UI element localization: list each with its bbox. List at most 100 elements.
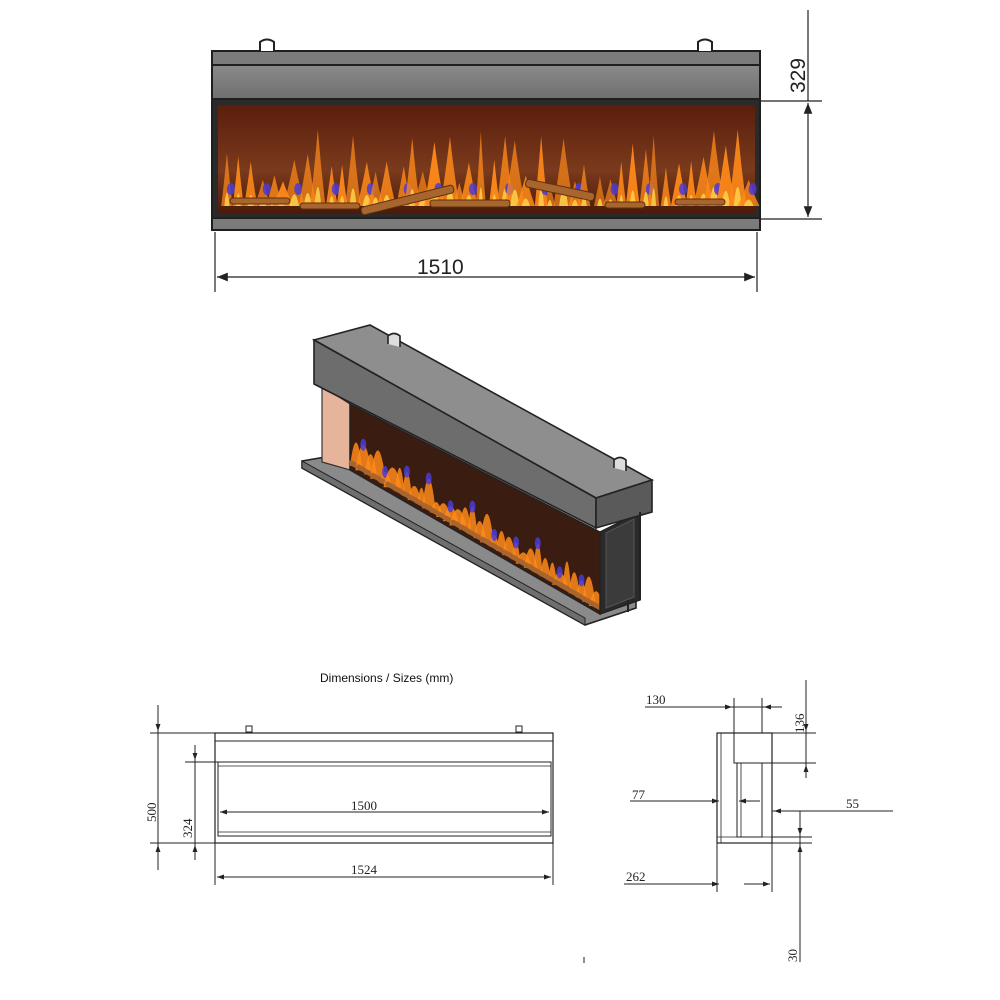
flame-shape xyxy=(593,176,606,206)
flame-shape xyxy=(670,163,688,206)
dim-130-label: 130 xyxy=(646,692,666,707)
front-drawing-bracket-left xyxy=(245,725,253,733)
flame-core xyxy=(314,186,322,206)
perspective-bracket-left xyxy=(387,332,401,347)
flame-shape xyxy=(422,478,436,509)
perspective-view xyxy=(301,324,655,626)
blue-flame xyxy=(360,438,367,451)
flame-shape xyxy=(325,165,338,206)
blue-flame xyxy=(447,500,454,513)
dim-1500-label: 1500 xyxy=(351,798,377,813)
flame-shape xyxy=(504,140,526,206)
blue-flame xyxy=(679,183,687,195)
dim-262-label: 262 xyxy=(626,869,646,884)
flame-shape xyxy=(625,143,640,206)
side-drawing-outline xyxy=(716,732,773,844)
flame-shape xyxy=(496,530,507,551)
flame-core xyxy=(743,199,754,206)
flame-shape xyxy=(459,162,479,206)
flame-core xyxy=(597,198,603,206)
flame-shape xyxy=(244,161,258,206)
flame-shape xyxy=(475,131,486,206)
front-base-strip xyxy=(211,217,761,231)
dim-55-label: 55 xyxy=(846,796,859,811)
blue-flame xyxy=(331,183,340,195)
log xyxy=(360,184,455,216)
flame-shape xyxy=(533,543,543,573)
blue-flame xyxy=(491,528,498,541)
dim-500-label: 500 xyxy=(144,803,159,823)
log xyxy=(674,198,726,206)
front-elevation: 329 1510 xyxy=(211,10,822,292)
blue-flame xyxy=(382,466,389,478)
flame-shape xyxy=(488,159,500,206)
perspective-hood-side xyxy=(595,478,653,530)
perspective-bracket-right xyxy=(613,456,627,471)
flame-core xyxy=(571,199,578,206)
front-technical-drawing xyxy=(150,705,554,885)
flame-shape xyxy=(603,179,618,206)
flame-core xyxy=(521,198,530,206)
flame-shape xyxy=(336,164,348,206)
dim-1524-label: 1524 xyxy=(351,862,378,877)
front-drawing-outline xyxy=(214,732,554,844)
flame-core xyxy=(733,186,742,206)
flame-shape xyxy=(345,135,361,206)
front-header-panel xyxy=(211,64,761,100)
flame-shape xyxy=(367,171,384,206)
blue-flame xyxy=(748,183,757,195)
dim-1510-label: 1510 xyxy=(417,256,464,279)
flame-shape xyxy=(467,506,478,534)
dimensions-caption: Dimensions / Sizes (mm) xyxy=(320,671,453,685)
dim-329-label: 329 xyxy=(787,58,810,93)
flame-shape xyxy=(377,161,396,206)
flame-shape xyxy=(568,572,580,594)
flame-shape xyxy=(685,160,697,206)
dim-324-label: 324 xyxy=(180,818,195,838)
flame-core xyxy=(289,194,300,206)
flame-shape xyxy=(737,179,760,206)
flame-shape xyxy=(394,467,405,492)
flame-shape xyxy=(660,167,672,206)
dim-77-label: 77 xyxy=(632,787,646,802)
flame-shape xyxy=(516,175,535,206)
blue-flame xyxy=(610,183,619,195)
flame-bed-perspective xyxy=(348,438,604,611)
dim-136-label: 136 xyxy=(792,713,807,733)
blue-flame xyxy=(534,537,541,550)
hanging-bracket-left xyxy=(259,38,275,51)
blue-flame xyxy=(294,183,303,195)
flame-shape xyxy=(459,507,472,530)
flame-shape xyxy=(728,129,747,206)
perspective-right-glass-pane xyxy=(605,518,635,609)
flame-core xyxy=(651,188,657,206)
flame-shape xyxy=(648,135,660,206)
log xyxy=(299,202,361,210)
log xyxy=(429,199,511,208)
flame-shape xyxy=(404,137,420,206)
flame-core xyxy=(510,189,520,206)
blue-flame xyxy=(403,465,410,478)
flame-shape xyxy=(480,513,494,543)
flame-core xyxy=(663,196,669,206)
flame-shape xyxy=(232,156,244,206)
log-set-front xyxy=(229,178,726,216)
dim-30-label: 30 xyxy=(785,949,800,962)
flame-shape xyxy=(716,145,736,206)
blue-flame xyxy=(425,472,432,485)
log xyxy=(524,178,596,202)
log xyxy=(229,197,291,205)
flame-shape xyxy=(616,161,627,206)
blue-flame xyxy=(513,536,519,549)
flame-core xyxy=(349,188,357,206)
front-drawing-bracket-right xyxy=(515,725,523,733)
front-top-cap xyxy=(211,50,761,66)
blue-flame xyxy=(469,500,476,513)
flame-shape xyxy=(544,181,556,206)
side-drawing-hood xyxy=(733,732,773,764)
blue-flame xyxy=(468,183,477,195)
hanging-bracket-right xyxy=(697,38,713,51)
flame-core xyxy=(547,199,553,206)
blue-flame xyxy=(226,183,235,195)
